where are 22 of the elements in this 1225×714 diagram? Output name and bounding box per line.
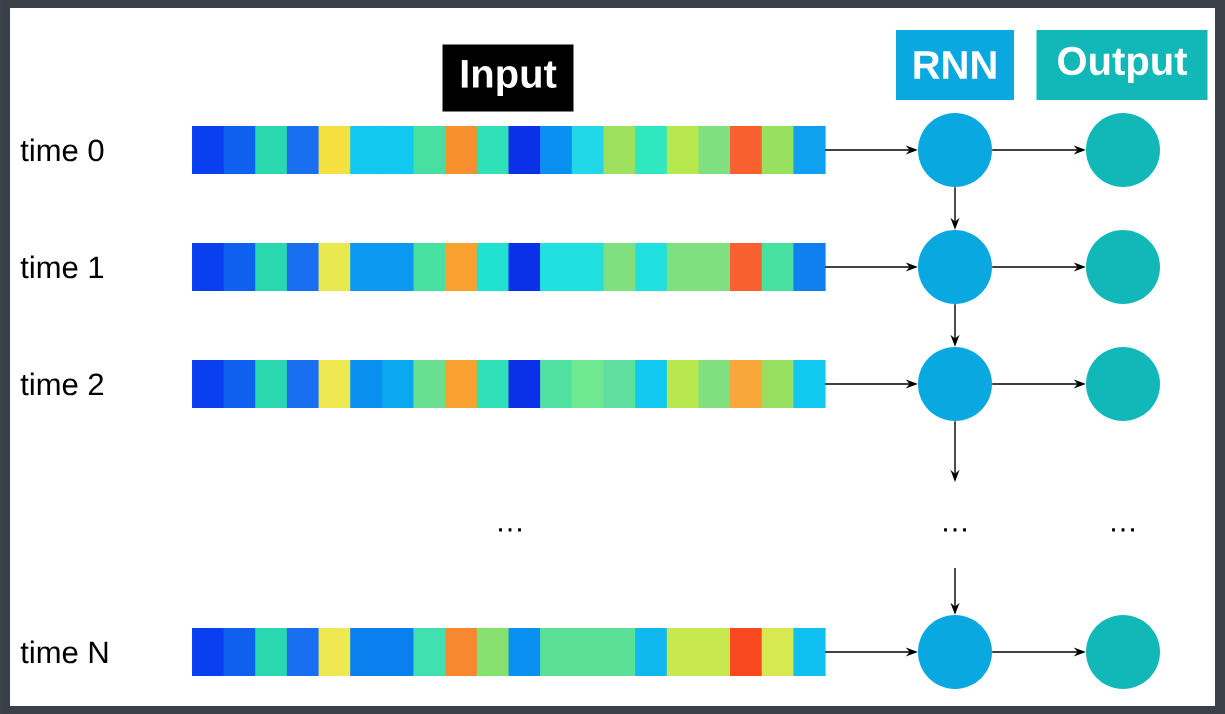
input-vector-bar: [192, 628, 826, 676]
ellipsis: …: [1112, 528, 1134, 532]
time-label: time 2: [20, 372, 104, 396]
ellipsis: …: [499, 528, 521, 532]
neuron-circle: [918, 113, 992, 187]
neuron-circle: [1086, 347, 1160, 421]
neuron-circle: [1086, 113, 1160, 187]
input-vector-bar: [192, 126, 826, 174]
neuron-circle: [918, 347, 992, 421]
neuron-circle: [918, 615, 992, 689]
heading-tag: Input: [442, 44, 574, 112]
neuron-circle: [1086, 615, 1160, 689]
ellipsis: …: [944, 528, 966, 532]
neuron-circle: [1086, 230, 1160, 304]
time-label: time 0: [20, 138, 104, 162]
time-label: time N: [20, 640, 108, 664]
heading-tag: Output: [1036, 30, 1208, 100]
heading-tag: RNN: [896, 30, 1014, 100]
input-vector-bar: [192, 243, 826, 291]
neuron-circle: [918, 230, 992, 304]
time-label: time 1: [20, 255, 104, 279]
input-vector-bar: [192, 360, 826, 408]
